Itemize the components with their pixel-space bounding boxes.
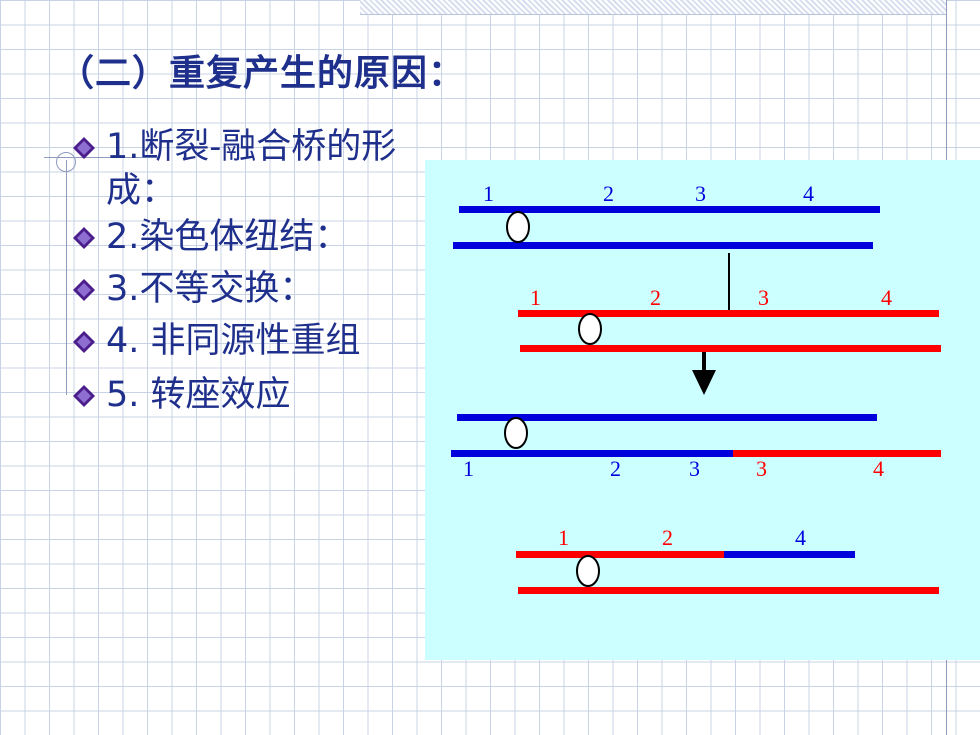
recombinant-duplication-chromosome: 1 2 3 3 4 xyxy=(451,414,941,481)
blue-segment xyxy=(451,450,733,457)
red-chromatid-upper xyxy=(518,310,939,317)
bullet-text: 转座效应 xyxy=(139,375,291,415)
red-locus-label-3: 3 xyxy=(758,285,769,310)
bullet-number: 1. xyxy=(106,127,140,167)
red-locus-label-3: 3 xyxy=(756,456,767,481)
bullet-item-5: 5. 转座效应 xyxy=(66,373,406,417)
blue-locus-label-1: 1 xyxy=(483,181,494,206)
blue-chromatid-upper xyxy=(459,206,880,213)
centromere xyxy=(504,417,528,449)
bullet-number: 5. xyxy=(106,375,140,415)
red-chromatid-lower xyxy=(520,345,941,352)
blue-locus-label-2: 2 xyxy=(610,456,621,481)
bullet-text: 断裂-融合桥的形成： xyxy=(106,127,397,211)
centromere xyxy=(506,211,530,243)
slide-title: （二）重复产生的原因： xyxy=(58,52,466,94)
red-segment xyxy=(733,450,941,457)
bullet-number: 4. xyxy=(106,321,140,361)
bullet-decoration-ring xyxy=(56,152,76,172)
bullet-number: 3. xyxy=(106,269,140,309)
bullet-decoration-line xyxy=(44,157,160,158)
blue-locus-label-4: 4 xyxy=(795,525,806,550)
red-locus-label-4: 4 xyxy=(873,456,884,481)
red-chromatid-lower xyxy=(518,587,939,594)
chromosome-diagram-svg: 1 2 3 4 1 2 3 4 xyxy=(451,181,941,594)
blue-chromosome-pair: 1 2 3 4 xyxy=(453,181,880,249)
diamond-bullet-icon xyxy=(73,137,95,159)
bullet-number: 2. xyxy=(106,217,140,257)
bullet-decoration-vertical xyxy=(66,160,67,395)
bullet-text: 非同源性重组 xyxy=(139,321,361,361)
blue-locus-label-1: 1 xyxy=(463,456,474,481)
diamond-bullet-icon xyxy=(73,385,95,407)
cause-list: 1.断裂-融合桥的形成： 2.染色体纽结： 3.不等交换： 4. 非同源性重组 … xyxy=(66,125,406,418)
red-chromosome-pair: 1 2 3 4 xyxy=(518,285,941,352)
bullet-text: 染色体纽结： xyxy=(139,217,350,257)
bullet-item-1: 1.断裂-融合桥的形成： xyxy=(66,125,406,213)
header-pattern-band xyxy=(360,0,946,15)
bullet-item-3: 3.不等交换： xyxy=(66,267,406,311)
blue-locus-label-2: 2 xyxy=(603,181,614,206)
diamond-bullet-icon xyxy=(73,227,95,249)
bullet-item-2: 2.染色体纽结： xyxy=(66,215,406,259)
red-locus-label-4: 4 xyxy=(881,285,892,310)
red-locus-label-1: 1 xyxy=(530,285,541,310)
unequal-crossover-diagram: 1 2 3 4 1 2 3 4 xyxy=(425,160,980,660)
bullet-text: 不等交换： xyxy=(139,269,315,309)
red-locus-label-2: 2 xyxy=(662,525,673,550)
red-locus-label-1: 1 xyxy=(558,525,569,550)
centromere xyxy=(578,313,602,345)
blue-chromatid-upper xyxy=(457,414,877,421)
centromere xyxy=(576,555,600,587)
blue-locus-label-3: 3 xyxy=(689,456,700,481)
blue-locus-label-4: 4 xyxy=(803,181,814,206)
blue-locus-label-3: 3 xyxy=(695,181,706,206)
bullet-item-4: 4. 非同源性重组 xyxy=(66,319,406,363)
red-segment xyxy=(516,551,724,558)
blue-chromatid-lower xyxy=(453,242,873,249)
diamond-bullet-icon xyxy=(73,279,95,301)
diamond-bullet-icon xyxy=(73,331,95,353)
blue-segment xyxy=(724,551,855,558)
down-arrow-icon xyxy=(692,352,716,395)
recombinant-deletion-chromosome: 1 2 4 xyxy=(516,525,939,594)
red-locus-label-2: 2 xyxy=(650,285,661,310)
